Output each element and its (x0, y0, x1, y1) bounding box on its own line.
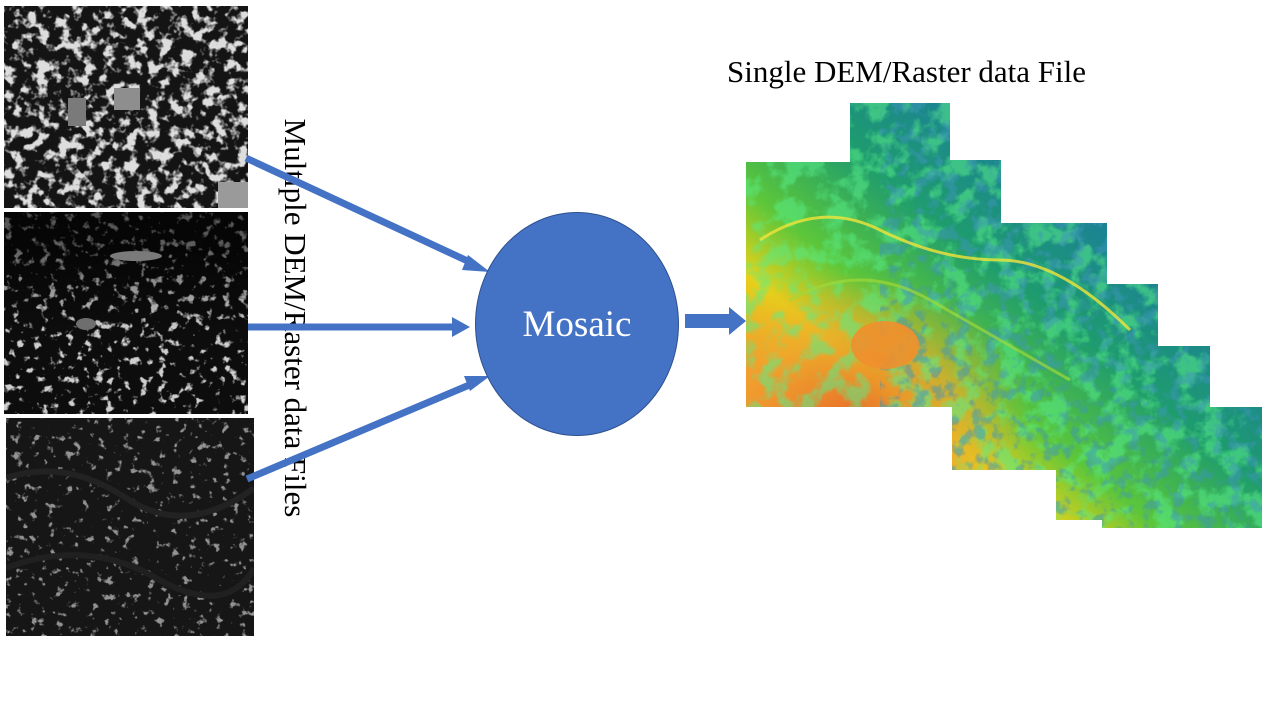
arrow-mosaic-to-output (685, 307, 746, 335)
input-raster-tile-1 (4, 6, 248, 208)
mosaic-label: Mosaic (522, 303, 632, 345)
arrow-tile-1-to-mosaic (244, 154, 490, 272)
mosaic-process-node: Mosaic (475, 212, 679, 436)
arrow-tile-3-to-mosaic (245, 376, 490, 483)
input-raster-tile-2 (4, 212, 248, 414)
input-raster-tile-3 (6, 418, 254, 636)
output-file-label: Single DEM/Raster data File (727, 54, 1087, 89)
arrow-tile-2-to-mosaic (248, 317, 470, 337)
